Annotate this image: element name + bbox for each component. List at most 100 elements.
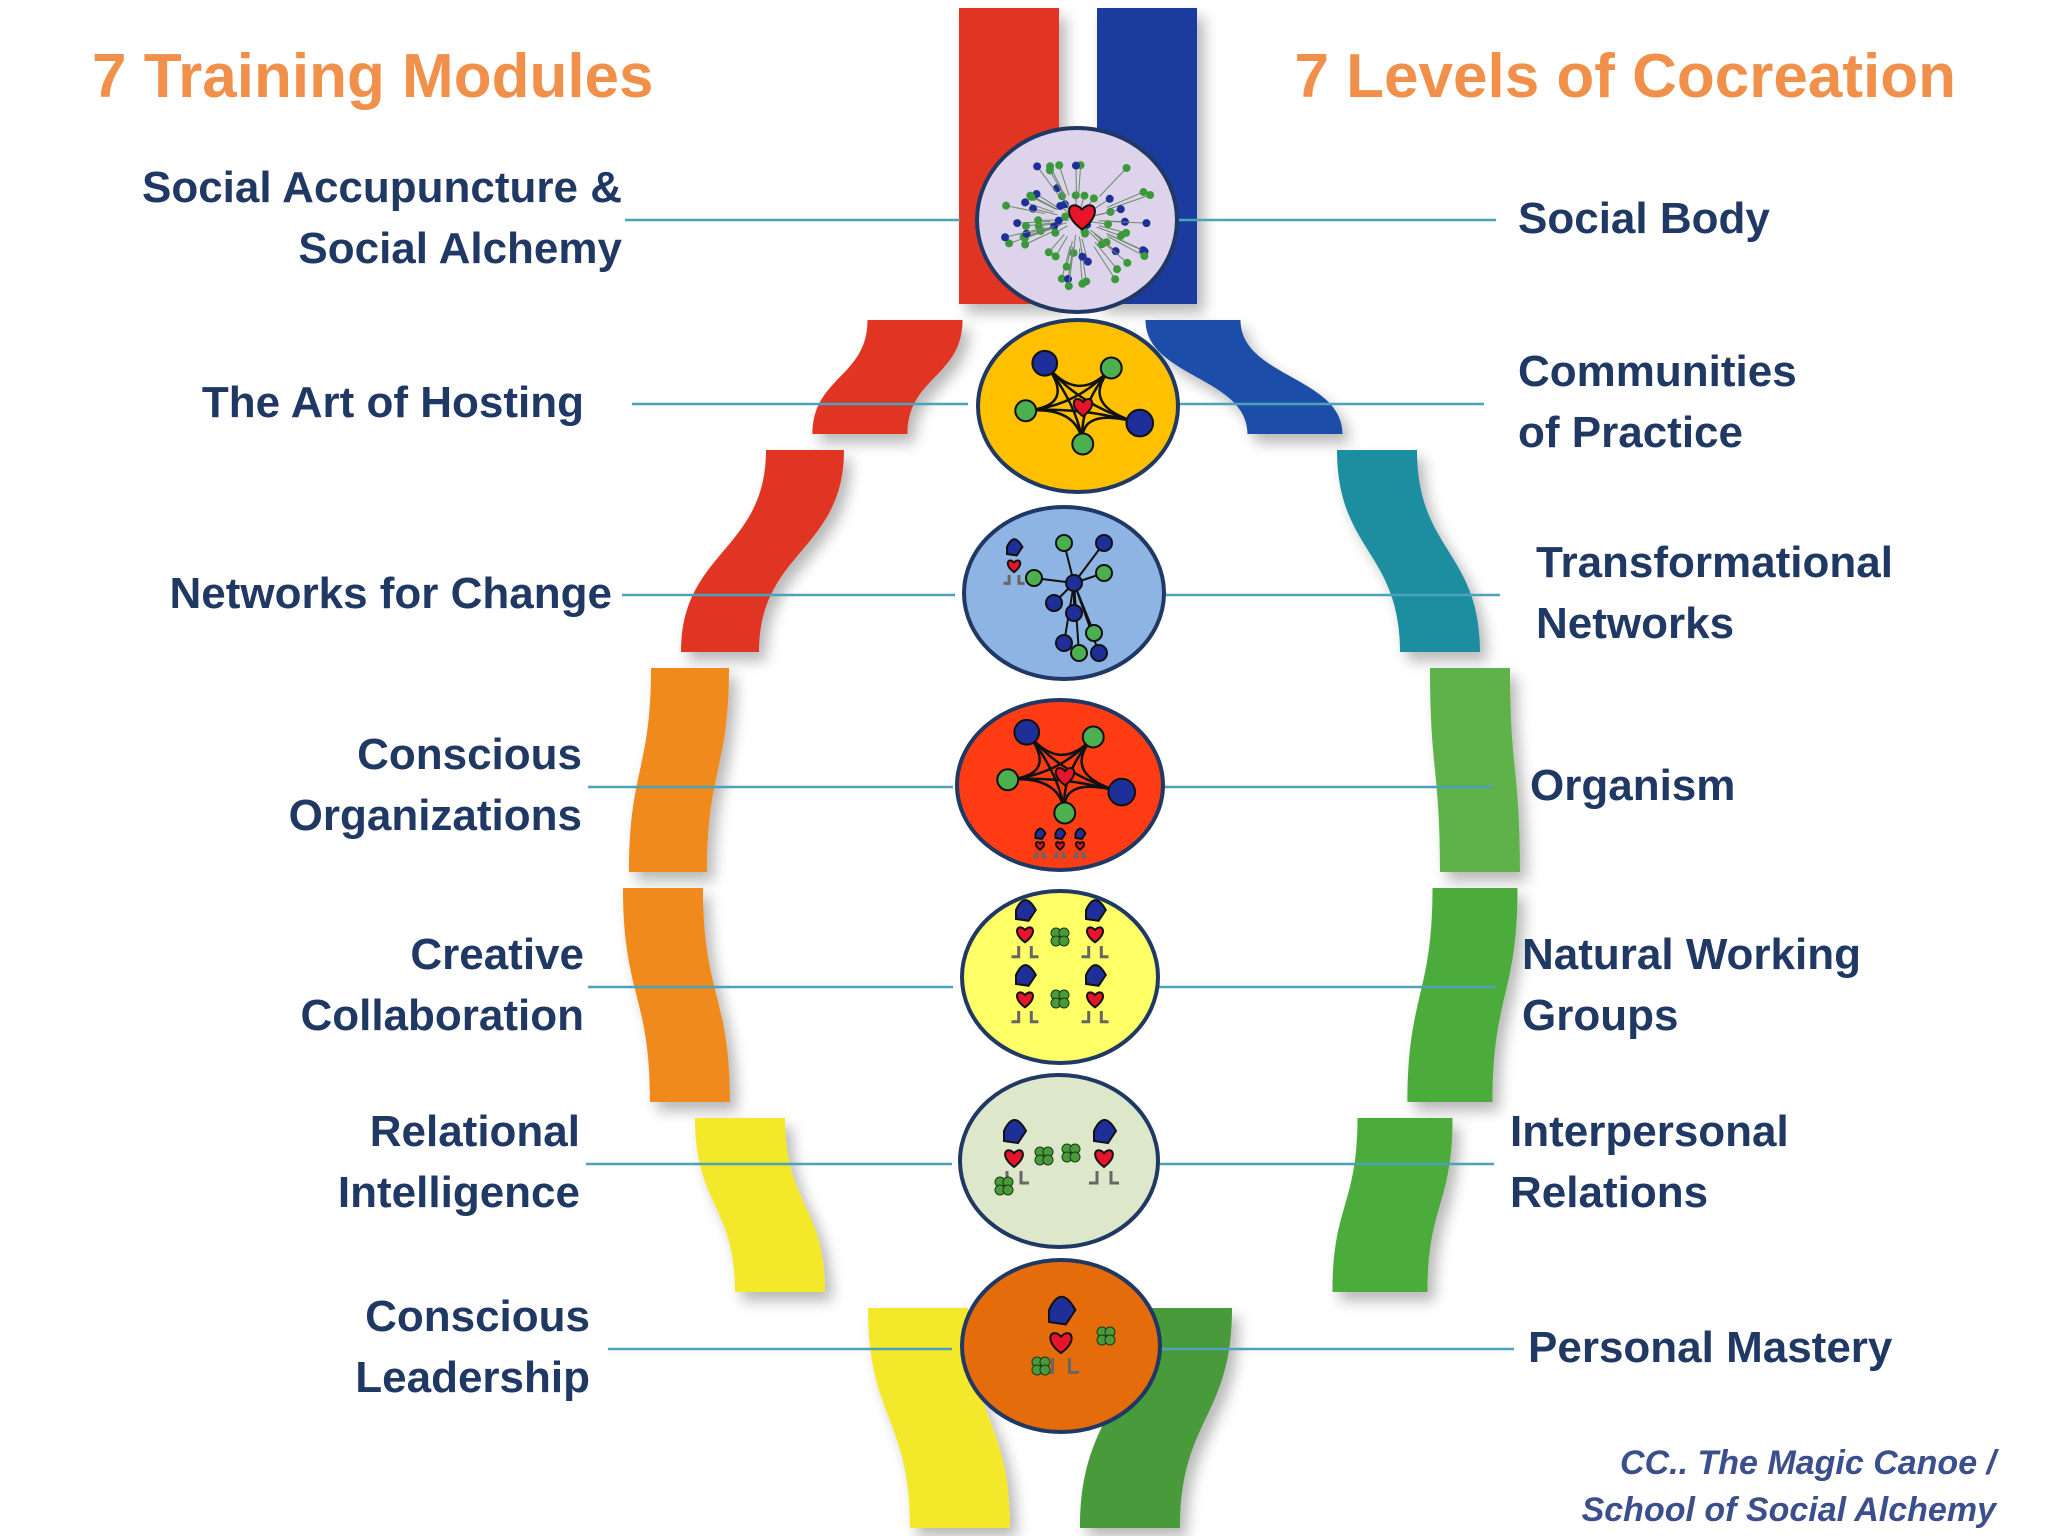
network-node-icon (1053, 801, 1077, 825)
network-node-icon (1065, 574, 1083, 592)
training-module-label: Networks for Change (169, 563, 612, 624)
label-line: Relations (1510, 1168, 1709, 1217)
label-line: Networks (1536, 599, 1735, 648)
heart-icon (1075, 841, 1085, 851)
label-line: Interpersonal (1510, 1107, 1789, 1156)
network-heart-icon (1014, 349, 1155, 456)
label-line: of Practice (1518, 408, 1743, 457)
heart-icon (1086, 926, 1104, 944)
sprig-icon (1034, 1146, 1054, 1166)
level-emblem (955, 698, 1165, 872)
right-strand-segment (1337, 450, 1480, 652)
training-modules-title: 7 Training Modules (92, 42, 654, 111)
left-strand-segment (695, 1118, 825, 1292)
heart-icon (1006, 559, 1022, 574)
person-icon (1073, 827, 1087, 859)
branching-network-icon (1003, 534, 1113, 662)
sprig-icon (994, 1176, 1014, 1196)
network-node-icon (1081, 725, 1105, 749)
label-line: Groups (1522, 991, 1679, 1040)
label-line: Networks for Change (169, 568, 612, 618)
person-icon (1011, 899, 1039, 959)
heart-icon (1049, 1332, 1073, 1355)
heart-icon (1094, 1149, 1114, 1169)
level-emblem (962, 505, 1166, 681)
level-emblem (960, 889, 1160, 1065)
network-node-icon (1045, 594, 1063, 612)
person-icon (1081, 964, 1109, 1024)
person-icon (1011, 964, 1039, 1024)
level-emblem (976, 318, 1180, 494)
sprig-icon (1096, 1326, 1116, 1346)
person-icon (1053, 827, 1067, 859)
heart-icon (1035, 841, 1045, 851)
heart-icon (1054, 767, 1076, 787)
network-node-icon (1055, 634, 1073, 652)
right-strand-segment (1430, 668, 1520, 872)
label-line: Social Alchemy (298, 224, 622, 273)
right-strand-segment (1080, 1308, 1232, 1528)
level-emblem (958, 1073, 1160, 1249)
two-people-icon (994, 1119, 1119, 1196)
sprig-icon (1050, 989, 1070, 1009)
network-node-icon (1055, 534, 1073, 552)
person-icon (1081, 899, 1109, 959)
network-node-icon (1070, 644, 1088, 662)
left-strand-segment (812, 320, 963, 434)
label-line: Social Body (1518, 193, 1770, 243)
sprig-icon (1061, 1143, 1081, 1163)
network-node-icon (1031, 349, 1059, 377)
left-strand-segment (629, 668, 729, 872)
heart-icon (1004, 1149, 1024, 1169)
network-node-icon (1125, 408, 1155, 438)
connector-lines (586, 218, 1514, 1351)
four-people-icon (1011, 899, 1109, 1024)
network-node-icon (1099, 356, 1123, 380)
left-strand-segment (681, 450, 844, 652)
person-icon (1043, 1295, 1079, 1374)
left-strand-segment (623, 888, 730, 1102)
network-node-icon (1090, 644, 1108, 662)
network-heart-people-icon (996, 718, 1137, 859)
label-line: Intelligence (337, 1168, 580, 1217)
sprig-icon (1031, 1356, 1051, 1376)
label-line: Conscious (357, 730, 582, 779)
right-strand-segment (1332, 1118, 1453, 1292)
label-line: Collaboration (300, 991, 584, 1040)
credit-text: CC.. The Magic Canoe / School of Social … (1582, 1440, 1996, 1534)
network-node-icon (1085, 624, 1103, 642)
training-module-label: Social Accupuncture & Social Alchemy (142, 157, 622, 279)
network-node-icon (1095, 534, 1113, 552)
network-node-icon (1025, 569, 1043, 587)
person-icon (1033, 827, 1047, 859)
label-line: Organism (1530, 760, 1736, 810)
label-line: Natural Working (1522, 930, 1862, 979)
label-line: Transformational (1536, 538, 1893, 587)
right-strand-segment (1407, 888, 1518, 1102)
sprig-icon (1050, 927, 1070, 947)
heart-icon (1016, 991, 1034, 1009)
network-node-icon (1107, 777, 1137, 807)
credit-line: School of Social Alchemy (1581, 1491, 1996, 1529)
label-line: Organizations (288, 791, 582, 840)
person-icon (1003, 538, 1025, 585)
label-line: Leadership (355, 1353, 590, 1402)
network-node-icon (996, 768, 1020, 792)
right-strand-segment (1145, 320, 1343, 434)
network-node-icon (1065, 604, 1083, 622)
cocreation-level-label: Personal Mastery (1528, 1317, 1892, 1378)
network-node-icon (1071, 432, 1095, 456)
label-line: Conscious (365, 1292, 590, 1341)
level-emblem (975, 126, 1179, 314)
training-module-label: The Art of Hosting (202, 372, 584, 433)
cocreation-level-label: Social Body (1518, 188, 1770, 249)
label-line: Social Accupuncture & (141, 163, 622, 212)
level-emblems (955, 126, 1180, 1434)
label-line: The Art of Hosting (201, 377, 584, 427)
